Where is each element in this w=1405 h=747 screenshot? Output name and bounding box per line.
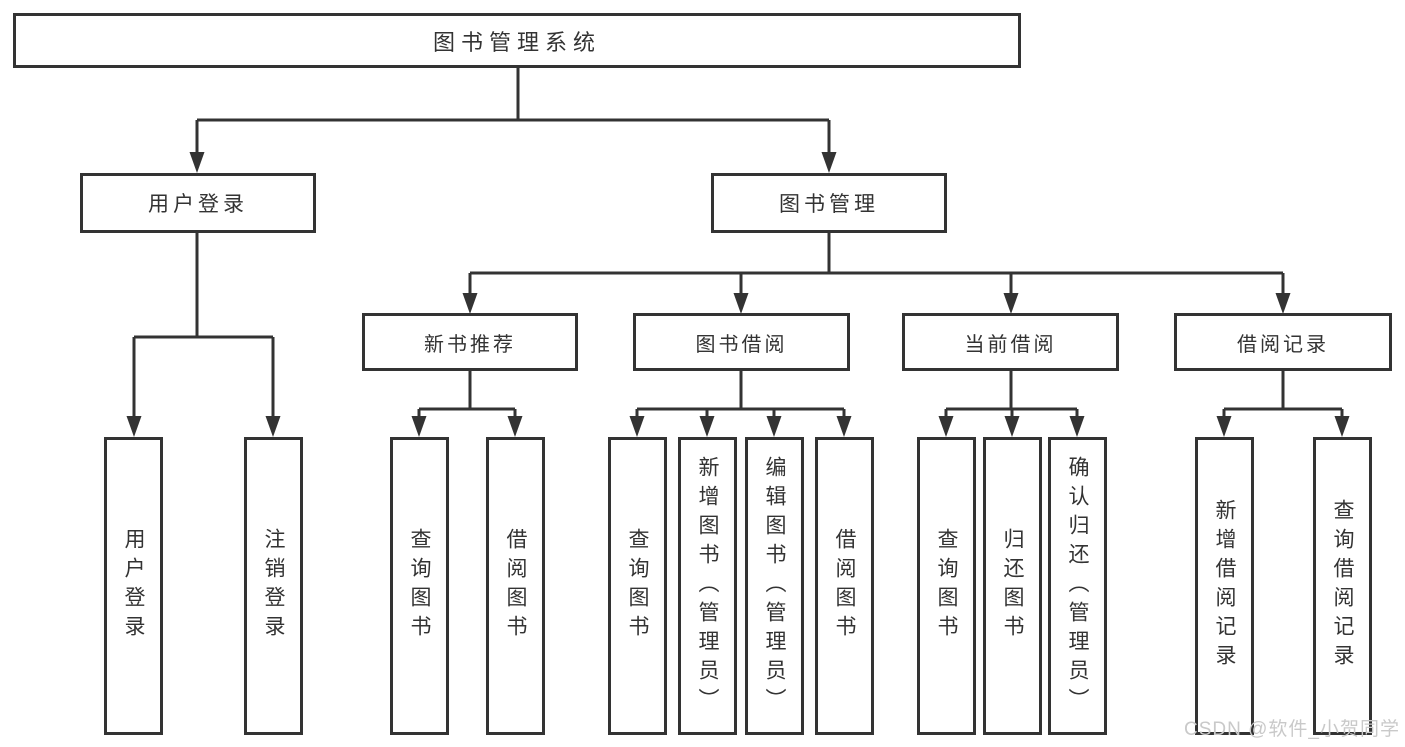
node-current-borrowing: 当前借阅 bbox=[902, 313, 1119, 371]
leaf-user-login: 用户登录 bbox=[104, 437, 163, 735]
node-user-login: 用户登录 bbox=[80, 173, 316, 233]
node-library-management-system: 图书管理系统 bbox=[13, 13, 1021, 68]
leaf-borrowing-edit-books-admin: 编辑图书（管理员） bbox=[745, 437, 804, 735]
node-book-borrowing: 图书借阅 bbox=[633, 313, 850, 371]
leaf-current-confirm-return-admin: 确认归还（管理员） bbox=[1048, 437, 1107, 735]
leaf-label: 注销登录 bbox=[262, 528, 286, 644]
leaf-label: 编辑图书（管理员） bbox=[763, 455, 787, 717]
leaf-label: 查询图书 bbox=[626, 528, 650, 644]
leaf-borrowing-borrow-books: 借阅图书 bbox=[815, 437, 874, 735]
node-book-management: 图书管理 bbox=[711, 173, 947, 233]
leaf-label: 新增借阅记录 bbox=[1213, 499, 1237, 673]
leaf-label: 查询图书 bbox=[408, 528, 432, 644]
leaf-label: 确认归还（管理员） bbox=[1066, 455, 1090, 717]
csdn-watermark: CSDN @软件_小贺同学 bbox=[1184, 719, 1400, 740]
leaf-records-query-borrow-record: 查询借阅记录 bbox=[1313, 437, 1372, 735]
leaf-label: 归还图书 bbox=[1001, 528, 1025, 644]
node-new-book-recommendation: 新书推荐 bbox=[362, 313, 578, 371]
leaf-newbook-query-books: 查询图书 bbox=[390, 437, 449, 735]
leaf-label: 新增图书（管理员） bbox=[696, 455, 720, 717]
leaf-label: 借阅图书 bbox=[833, 528, 857, 644]
leaf-borrowing-query-books: 查询图书 bbox=[608, 437, 667, 735]
leaf-borrowing-add-books-admin: 新增图书（管理员） bbox=[678, 437, 737, 735]
arrowheads bbox=[126, 152, 1350, 437]
leaf-current-return-books: 归还图书 bbox=[983, 437, 1042, 735]
node-borrowing-records: 借阅记录 bbox=[1174, 313, 1392, 371]
leaf-newbook-borrow-books: 借阅图书 bbox=[486, 437, 545, 735]
leaf-label: 查询图书 bbox=[935, 528, 959, 644]
leaf-records-add-borrow-record: 新增借阅记录 bbox=[1195, 437, 1254, 735]
leaf-label: 借阅图书 bbox=[504, 528, 528, 644]
leaf-current-query-books: 查询图书 bbox=[917, 437, 976, 735]
leaf-label: 用户登录 bbox=[122, 528, 146, 644]
leaf-logout: 注销登录 bbox=[244, 437, 303, 735]
leaf-label: 查询借阅记录 bbox=[1331, 499, 1355, 673]
